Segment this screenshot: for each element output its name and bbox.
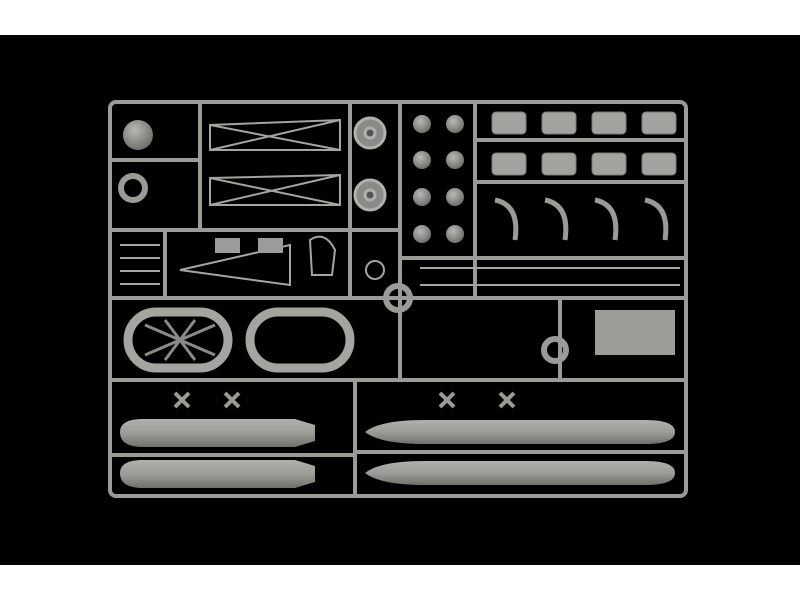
drum-parts <box>491 111 677 176</box>
frame-parts <box>120 118 680 287</box>
ring-part <box>541 336 569 364</box>
hub-ring <box>383 283 413 313</box>
small-wheels <box>413 115 464 243</box>
torpedo <box>120 419 315 447</box>
wheel-parts <box>353 116 387 212</box>
curved-brackets <box>494 197 669 241</box>
torpedoes <box>120 419 675 488</box>
life-ring-ovals <box>123 307 355 373</box>
dome-part <box>123 120 153 150</box>
torpedo <box>120 460 315 488</box>
sprue-frame <box>108 100 688 498</box>
boxes <box>215 238 675 355</box>
propellers <box>173 391 516 409</box>
torpedo <box>365 420 675 444</box>
torpedo <box>365 461 675 485</box>
wheel-part <box>118 173 148 203</box>
lattice <box>144 319 216 361</box>
